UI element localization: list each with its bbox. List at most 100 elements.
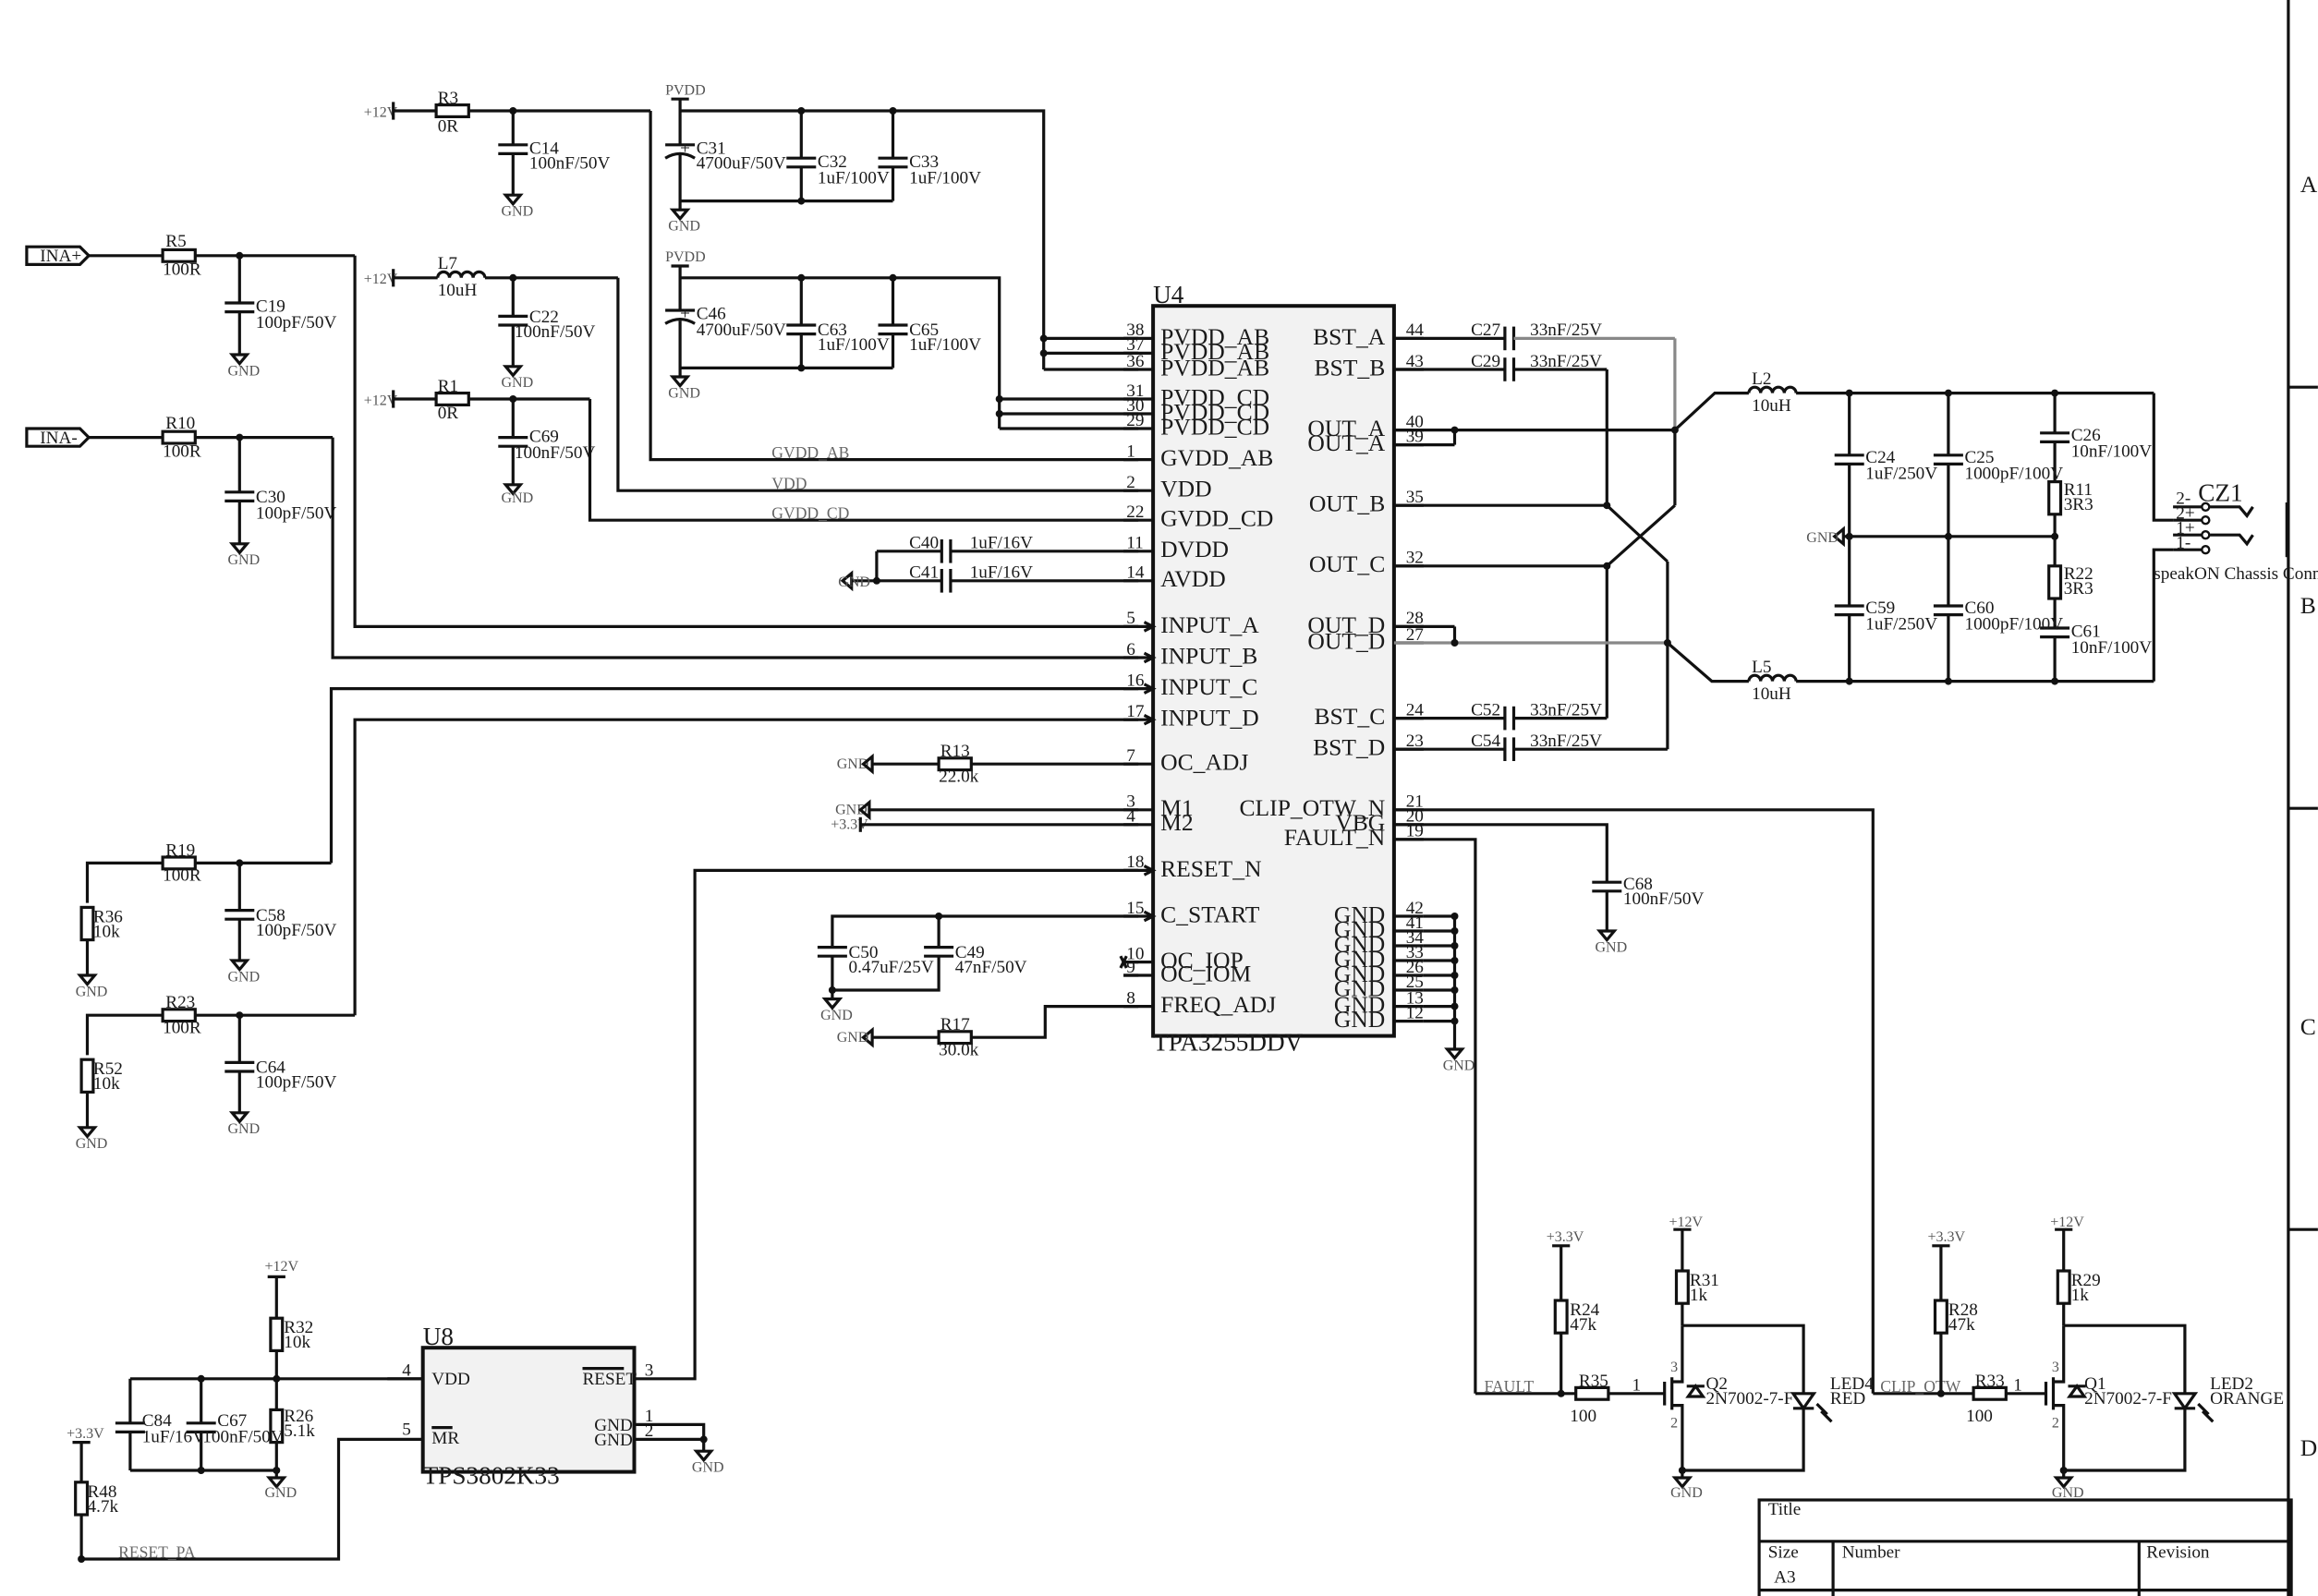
value-label: 10uH xyxy=(1752,396,1791,416)
value-label: 100 xyxy=(1966,1407,1993,1426)
net-label: RESET_PA xyxy=(118,1542,196,1561)
pin-name: GND xyxy=(594,1431,633,1450)
value-label: 100pF/50V xyxy=(256,313,337,332)
value-label: 10k xyxy=(284,1333,310,1352)
pin-number: 24 xyxy=(1406,700,1425,719)
net-label: GVDD_CD xyxy=(771,504,849,523)
svg-text:1: 1 xyxy=(2013,1376,2022,1396)
pin-name: INPUT_A xyxy=(1160,611,1259,638)
pin-number: 13 xyxy=(1406,988,1424,1008)
zone-label: B xyxy=(2300,592,2316,619)
value-label: 1uF/100V xyxy=(818,335,890,355)
output-lc-filter: L2 10uH L5 10uH GND C24 xyxy=(1747,369,2154,704)
pin-number: 19 xyxy=(1406,822,1424,841)
ref-label: C65 xyxy=(909,320,939,340)
input-port-ina-plus: INA+ xyxy=(25,245,91,266)
pin-number: 4 xyxy=(1126,807,1135,827)
gnd-label: GND xyxy=(502,490,534,506)
pin-name: OUT_C xyxy=(1309,550,1385,577)
pin-number: 33 xyxy=(1406,943,1424,962)
pin-name: PVDD_CD xyxy=(1160,413,1269,440)
pin-number: 23 xyxy=(1406,732,1424,751)
ref-label: R1 xyxy=(438,377,458,396)
gnd-label: GND xyxy=(228,969,261,985)
pin-number: 38 xyxy=(1126,320,1144,340)
ref-label: R36 xyxy=(93,907,123,926)
value-label: 47k xyxy=(1948,1315,1975,1335)
pin-number: 7 xyxy=(1126,746,1135,766)
pin-number: 26 xyxy=(1406,958,1425,977)
ref-label: C64 xyxy=(256,1058,285,1078)
pin-name: GVDD_CD xyxy=(1160,505,1273,532)
oc-adj-resistor: GND R13 22.0k xyxy=(837,742,1139,786)
value-label: 100 xyxy=(1570,1407,1596,1426)
ref-label: C69 xyxy=(529,427,559,446)
value-label: RED xyxy=(1830,1389,1866,1409)
ref-label: C50 xyxy=(849,943,879,962)
svg-text:1: 1 xyxy=(1632,1376,1642,1396)
oc-iop-iom-pins xyxy=(1119,955,1139,977)
ground-symbol xyxy=(2053,1476,2075,1490)
size-value: A3 xyxy=(1774,1568,1795,1588)
ref-label: C61 xyxy=(2071,623,2101,642)
rail-label: +12V xyxy=(364,272,398,287)
pin-name: GND xyxy=(1334,901,1385,927)
pin-name: CLIP_OTW_N xyxy=(1239,794,1385,821)
value-label: 4700uF/50V xyxy=(697,320,786,340)
ground-symbol xyxy=(265,1476,287,1490)
resistor-r52 xyxy=(79,1058,95,1094)
value-label: 100nF/50V xyxy=(1623,889,1705,909)
pin-number: 18 xyxy=(1126,852,1144,872)
pin-name: C_START xyxy=(1160,901,1260,927)
led-orange xyxy=(2171,1392,2199,1411)
pin-number: 39 xyxy=(1406,427,1424,446)
ref-label: C60 xyxy=(1965,598,1995,618)
value-label: 100R xyxy=(163,866,201,886)
ground-symbol xyxy=(840,570,854,592)
pin-name: INPUT_C xyxy=(1160,673,1257,700)
pin-number: 20 xyxy=(1406,807,1424,827)
ic-part: TPS3802K33 xyxy=(423,1461,560,1489)
value-label: 33nF/25V xyxy=(1530,732,1602,751)
pin-number: 9 xyxy=(1126,958,1135,977)
ref-label: Q1 xyxy=(2084,1374,2106,1394)
number-label: Number xyxy=(1842,1542,1900,1562)
pin-name: M1 xyxy=(1160,794,1194,821)
pin-name: BST_B xyxy=(1314,354,1385,381)
pin-name: GND xyxy=(1334,960,1385,986)
ref-label: C84 xyxy=(142,1411,172,1431)
net-label: VDD xyxy=(771,475,807,493)
pin-number: 22 xyxy=(1126,502,1144,522)
svg-text:+: + xyxy=(680,139,690,158)
input-filter-a: GND R5 100R C19 100pF/50V xyxy=(89,232,1139,628)
svg-text:3: 3 xyxy=(2052,1360,2059,1375)
rail-label: +3.3V xyxy=(1547,1229,1584,1245)
value-label: 3R3 xyxy=(2064,495,2093,514)
zone-label: A xyxy=(2300,171,2318,198)
value-label: 1k xyxy=(2071,1286,2090,1305)
value-label: 1uF/16V xyxy=(970,563,1033,583)
ref-label: R33 xyxy=(1975,1372,2005,1391)
fault-led-driver: FAULT +3.3V R24 47k R35 100 1 Q2 2N7002-… xyxy=(1475,1215,1874,1501)
value-label: 1000pF/100V xyxy=(1965,464,2064,483)
ref-label: L7 xyxy=(438,254,458,273)
resistor-r22 xyxy=(2047,564,2063,600)
supply-vdd: +12V GND L7 10uH C22 100nF/50V VDD xyxy=(364,254,1139,493)
pin-number: 37 xyxy=(1126,335,1145,355)
ground-symbol xyxy=(861,1026,874,1048)
connector-name: speakON Chassis Connector xyxy=(2154,564,2318,584)
c-start-network: GND C50 0.47uF/25V C49 47nF/50V xyxy=(817,913,1139,1023)
mode-pins: GND +3.3V xyxy=(831,799,1139,833)
ground-symbol xyxy=(228,1111,250,1124)
pin-number: 43 xyxy=(1406,352,1424,371)
value-label: 1uF/100V xyxy=(909,335,981,355)
